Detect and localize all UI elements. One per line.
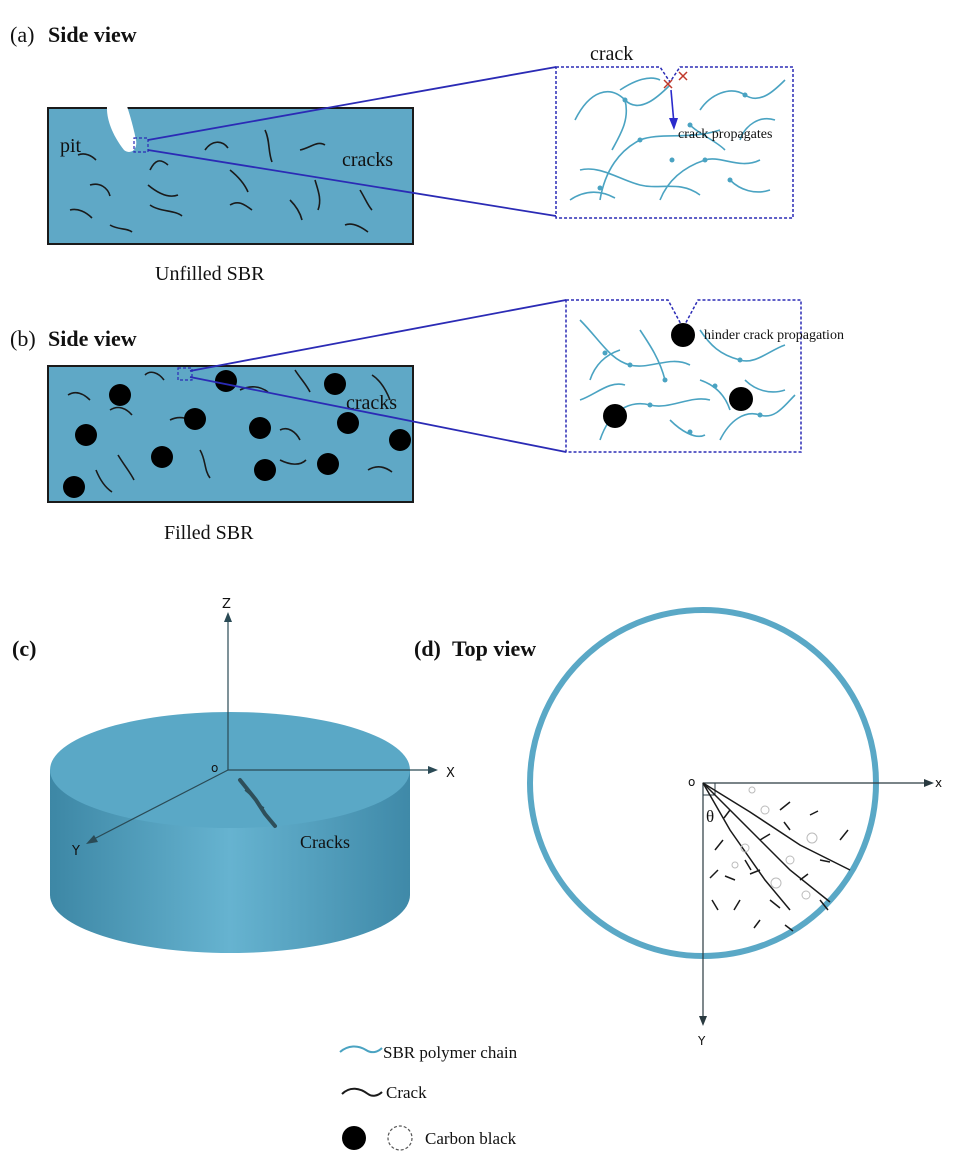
legend-chain-label: SBR polymer chain <box>383 1043 518 1062</box>
panel-a: (a) Side view pit cracks Unfilled SB <box>10 22 794 285</box>
legend-chain-swatch <box>339 1045 383 1054</box>
legend: SBR polymer chain Crack Carbon black <box>339 1043 518 1151</box>
panel-c: (c) Z X Y o Cracks <box>12 597 455 953</box>
broken-bond-marks <box>663 71 688 89</box>
axis-x-label: X <box>446 766 455 781</box>
axis-y-line <box>91 769 229 841</box>
axis-y-arrow-d <box>699 1016 707 1026</box>
propagate-arrow-head <box>669 118 678 130</box>
caption-a: Unfilled SBR <box>155 263 265 285</box>
zoom-line-bottom-a <box>147 149 557 217</box>
legend-carbon-dashed <box>387 1125 413 1151</box>
zoom-line-top-b <box>189 299 567 372</box>
panel-a-tag: (a) <box>10 22 34 47</box>
cracks-label-c: Cracks <box>300 832 350 852</box>
caption-b: Filled SBR <box>164 522 254 544</box>
angle-label: θ <box>706 807 714 826</box>
axis-y-label: Y <box>71 844 80 859</box>
zoom-hinder-label: hinder crack propagation <box>704 328 844 343</box>
panel-d-tag: (d) <box>414 636 441 661</box>
pit-zoom-box <box>133 137 149 153</box>
panel-d-title: Top view <box>452 636 536 661</box>
panel-a-title: Side view <box>48 22 137 47</box>
legend-crack-swatch <box>341 1087 383 1097</box>
unfilled-sbr-block <box>47 107 414 245</box>
filled-zoom-box-small <box>177 367 193 381</box>
legend-carbon-solid <box>342 1126 366 1150</box>
pit-label: pit <box>60 135 82 157</box>
origin-label-d: o <box>688 775 695 789</box>
pit-shape <box>106 98 137 152</box>
crosslink-points-a <box>597 92 748 191</box>
crack-marks-b <box>67 369 393 493</box>
panel-b-tag: (b) <box>10 326 36 351</box>
carbon-black-zoom <box>603 323 753 428</box>
axis-x-arrow <box>428 766 438 774</box>
zoom-line-top-a <box>147 66 557 141</box>
legend-carbon-label: Carbon black <box>425 1129 517 1148</box>
crosslink-points-b <box>602 350 763 435</box>
axis-x-arrow-d <box>924 779 934 787</box>
zoom-crack-label: crack <box>590 43 633 65</box>
zoom-line-bottom-b <box>189 376 567 453</box>
axis-x-label-d: x <box>935 776 942 790</box>
crack-lines-d <box>702 782 851 932</box>
zoom-box-a <box>555 66 794 219</box>
panel-b: (b) Side view cracks Fil <box>10 299 844 544</box>
top-surface-crack-branches <box>244 789 265 809</box>
axis-y-label-d: Y <box>697 1034 706 1048</box>
panel-c-tag: (c) <box>12 636 36 661</box>
crack-marks-a <box>69 129 373 233</box>
top-surface-crack <box>238 778 277 828</box>
panel-b-title: Side view <box>48 326 137 351</box>
carbon-black-b <box>63 370 411 498</box>
axis-y-arrow <box>86 835 98 844</box>
carbon-black-d <box>731 786 818 900</box>
axis-z-arrow <box>224 612 232 622</box>
legend-crack-label: Crack <box>386 1083 427 1102</box>
zoom-propagate-label: crack propagates <box>678 127 772 142</box>
cracks-label-a: cracks <box>342 149 393 171</box>
right-angle-mark <box>702 782 716 796</box>
panel-d: (d) Top view o x Y θ <box>414 607 942 1048</box>
zoom-box-b <box>565 299 802 453</box>
cracks-label-b: cracks <box>346 392 397 414</box>
origin-label-c: o <box>211 761 218 775</box>
axis-z-label: Z <box>222 597 231 612</box>
